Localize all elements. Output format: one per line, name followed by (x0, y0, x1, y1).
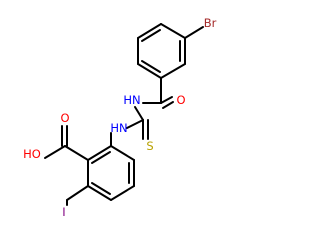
bond (137, 23, 162, 39)
bond (134, 106, 144, 121)
bond (141, 29, 161, 42)
bond-carbonyl (160, 96, 173, 104)
structure-svg: Br O HN S HN HO O I (23, 16, 217, 219)
bond (91, 182, 111, 195)
bond-c-i (66, 185, 89, 201)
bond (160, 23, 186, 39)
atom-i: I (62, 205, 65, 219)
bond (126, 119, 144, 129)
bond (110, 185, 135, 201)
bond (110, 145, 135, 161)
bond (91, 151, 111, 164)
bond (160, 63, 186, 79)
molecule-diagram: Br O HN S HN HO O I (23, 16, 217, 219)
bromophenyl-ring (137, 23, 186, 79)
bond-carbonyl (162, 101, 174, 109)
atom-o-acid: O (60, 111, 69, 125)
bond (64, 145, 89, 161)
atom-nh-aniline: HN (110, 121, 127, 135)
bond (141, 60, 161, 73)
atom-oh-acid: HO (23, 147, 41, 161)
atom-nh-amide: HN (123, 93, 140, 107)
atom-o-amide: O (176, 93, 185, 107)
bond (137, 63, 162, 79)
bond-c-br (184, 26, 204, 39)
bond (44, 145, 66, 159)
bond (87, 145, 112, 161)
bond (87, 185, 112, 201)
iodobenzoic-ring (87, 145, 135, 201)
atom-br: Br (204, 16, 217, 30)
atom-s: S (146, 139, 153, 153)
